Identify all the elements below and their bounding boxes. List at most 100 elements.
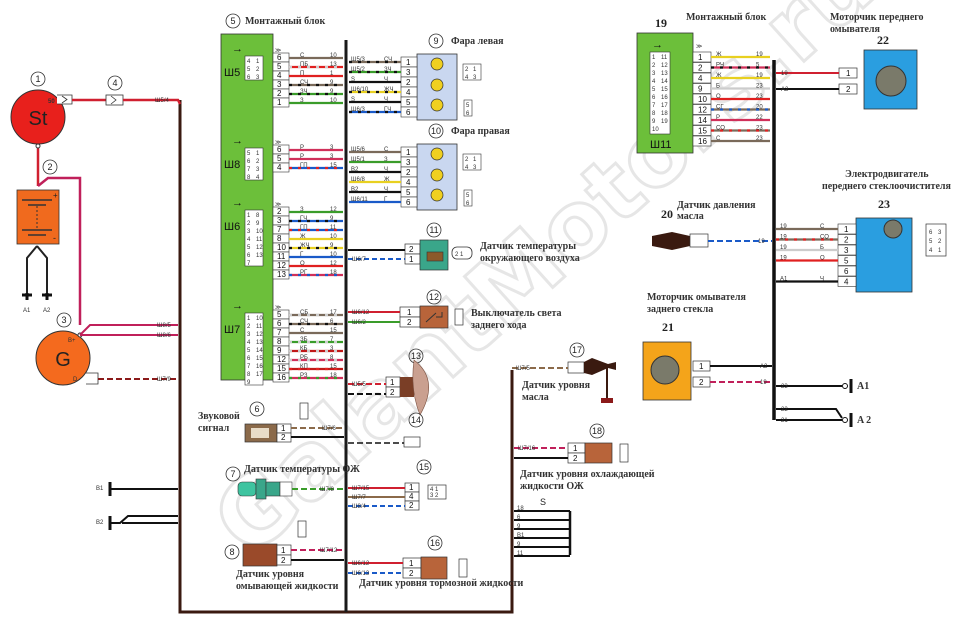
svg-text:2: 2: [846, 85, 851, 94]
wire-code: ГП: [300, 225, 308, 231]
wire-code: З: [300, 98, 304, 104]
socket-pin: 12: [256, 332, 263, 338]
socket-pin: 17: [256, 372, 263, 378]
svg-text:1: 1: [409, 483, 414, 492]
socket-pin: 4: [247, 59, 251, 65]
starter: 1 St 50: [10, 71, 73, 145]
ground-a2-label: A2: [43, 308, 51, 314]
lamp-icon: [430, 147, 444, 161]
svg-text:Монтажный блок: Монтажный блок: [245, 16, 326, 27]
socket-pin: 12: [256, 245, 263, 251]
wire-source: Ш5/6: [351, 147, 366, 153]
svg-text:омывателя: омывателя: [830, 24, 881, 35]
ground-b: B1 B2: [96, 482, 178, 530]
svg-text:4: 4: [112, 78, 117, 88]
svg-text:Ш8/4: Ш8/4: [352, 504, 367, 510]
svg-text:Ш8/5: Ш8/5: [157, 323, 172, 329]
pin-number: 16: [277, 373, 286, 382]
svg-text:Ш7/16: Ш7/16: [518, 446, 536, 452]
wire-source: A1: [780, 277, 788, 283]
svg-text:St: St: [29, 108, 48, 130]
svg-text:2: 2: [573, 454, 578, 463]
wiper-motor: Электродвигатель переднего стеклоочистит…: [822, 169, 951, 293]
socket-pin: 1: [247, 213, 251, 219]
svg-text:Фара левая: Фара левая: [451, 36, 504, 47]
socket-pin: 4: [465, 165, 469, 171]
wire-code: Ж: [716, 73, 722, 79]
splice-end: 6: [517, 515, 521, 521]
svg-text:масла: масла: [522, 392, 549, 403]
svg-text:Монтажный блок: Монтажный блок: [686, 12, 767, 23]
svg-text:4 1: 4 1: [430, 487, 439, 493]
wire-code: РБ: [300, 355, 308, 361]
svg-text:Ш6/13: Ш6/13: [352, 571, 370, 577]
fan-motor: 13 12: [385, 348, 429, 416]
socket-pin: 8: [247, 372, 251, 378]
pin-number: 6: [406, 108, 411, 117]
svg-text:Датчик давления: Датчик давления: [677, 200, 756, 211]
svg-text:2: 2: [390, 388, 395, 397]
socket-pin: 4: [256, 175, 260, 181]
arrow-icon: →: [232, 43, 243, 55]
wire-end: 9: [330, 89, 334, 95]
socket-pin: 16: [256, 364, 263, 370]
wire-code: О: [300, 261, 305, 267]
wire-end: 12: [330, 261, 337, 267]
socket-pin: 6: [247, 356, 251, 362]
svg-text:масла: масла: [677, 211, 704, 222]
socket-pin: 7: [652, 103, 656, 109]
connector-name: Ш6: [224, 221, 240, 233]
svg-text:переднего стеклоочистителя: переднего стеклоочистителя: [822, 181, 951, 192]
svg-text:2: 2: [409, 501, 414, 510]
wire-end: 9: [330, 80, 334, 86]
svg-text:2: 2: [409, 245, 414, 254]
pin-number: 12: [277, 261, 286, 270]
pin-number: 2: [277, 207, 282, 216]
svg-text:Датчик температуры: Датчик температуры: [480, 241, 576, 252]
wire-source: Ш6/8: [351, 177, 366, 183]
socket-pin: 16: [661, 95, 668, 101]
pin-number: 12: [698, 106, 707, 115]
lamp-icon: [430, 188, 444, 202]
socket-pin: 3: [938, 230, 942, 236]
wire-code: С: [300, 53, 305, 59]
wire-end: 10: [330, 252, 337, 258]
svg-text:2: 2: [281, 556, 286, 565]
socket-pin: 10: [652, 127, 659, 133]
wire-end: 15: [330, 364, 337, 370]
socket-pin: 5: [466, 103, 470, 109]
svg-text:G: G: [55, 349, 71, 371]
wire-end: 20: [756, 105, 763, 111]
socket-face: [463, 189, 473, 207]
socket-pin: 3: [652, 71, 656, 77]
svg-text:Датчик уровня: Датчик уровня: [236, 569, 305, 580]
wire-end: 22: [756, 115, 763, 121]
wire-end: 18: [330, 270, 337, 276]
socket-pin: 11: [256, 237, 263, 243]
socket-pin: 2: [256, 67, 260, 73]
wire-code: СГ: [716, 105, 724, 111]
ground-a1-label: A1: [23, 308, 31, 314]
wire-code: РЗ: [300, 373, 308, 379]
wire-end: 11: [330, 225, 337, 231]
wire-end: 3: [330, 154, 334, 160]
rear-washer-motor: Моторчик омывателя заднего стекла 21 12: [642, 292, 746, 401]
socket-face: [244, 147, 264, 181]
wire-code: Ж: [300, 234, 306, 240]
wire-code: С: [384, 147, 389, 153]
wire-code: Р: [300, 145, 304, 151]
ambient-temp-sensor: 11 21 2 1 Датчик температуры окружающего…: [404, 222, 580, 271]
socket-pin: 9: [652, 119, 656, 125]
pin-number: 5: [406, 98, 411, 107]
wire-end: 15: [330, 163, 337, 169]
wire-end: 3: [330, 346, 334, 352]
wire-end: 12: [330, 207, 337, 213]
svg-text:D: D: [73, 377, 78, 383]
wire-code: ЗЧ: [300, 89, 308, 95]
svg-text:Ш7/12: Ш7/12: [320, 548, 338, 554]
wire-source: Ш6/11: [351, 197, 368, 203]
socket-face: [244, 209, 264, 267]
pin-number: 9: [277, 346, 282, 355]
svg-text:10: 10: [431, 126, 441, 136]
